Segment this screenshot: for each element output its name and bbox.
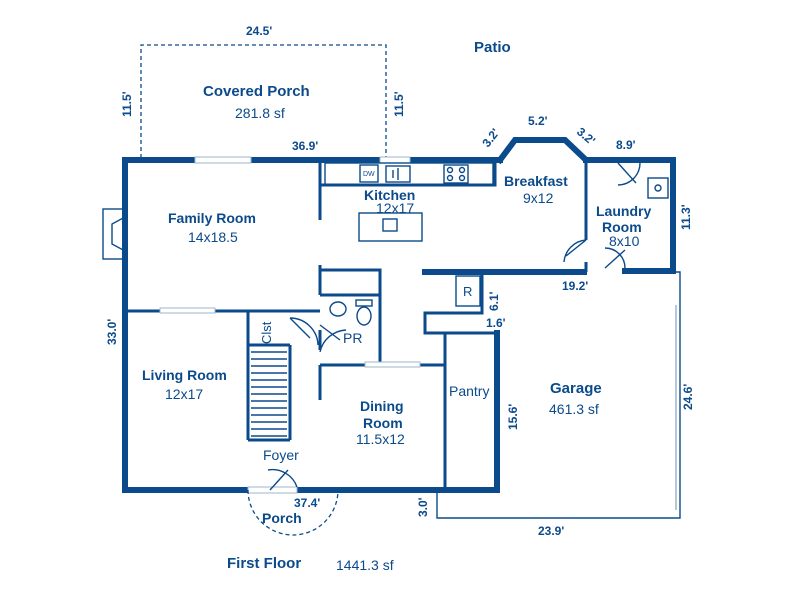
dim-porch-width: 24.5': [246, 24, 272, 38]
dim-bay-left: 3.2': [479, 126, 502, 150]
exterior-wall-laundry: [583, 157, 676, 274]
dim-garage-depth: 24.6': [681, 384, 695, 410]
refrigerator-label: R: [463, 284, 472, 299]
dim-rear-width: 36.9': [292, 139, 318, 153]
dim-bay-right: 3.2': [574, 125, 598, 148]
breakfast-label: Breakfast: [504, 173, 568, 189]
dim-porch-depth-left: 11.5': [120, 91, 134, 117]
door-foyer: [267, 468, 298, 491]
dim-laundry-width: 8.9': [616, 138, 636, 152]
door-laundry-garage: [604, 247, 626, 269]
floor-label: First Floor: [227, 555, 301, 572]
covered-porch-outline: [140, 44, 387, 158]
dim-garage-side: 15.6': [506, 404, 520, 430]
fireplace: [102, 208, 126, 260]
family-room-label: Family Room: [168, 210, 256, 226]
burner-2: [458, 166, 466, 174]
floor-total-area: 1441.3 sf: [336, 557, 394, 573]
garage-outline: [436, 271, 681, 519]
porch-label: Porch: [262, 510, 302, 526]
kitchen-label: Kitchen: [364, 187, 415, 203]
laundry-label-1: Laundry: [596, 203, 651, 219]
window-living: [159, 307, 216, 314]
kitchen-counter: [324, 162, 494, 186]
exterior-wall-garage-side: [434, 330, 500, 493]
window-family-rear: [194, 156, 252, 164]
door-laundry-exterior: [617, 162, 641, 186]
exterior-wall-bay: [495, 137, 591, 165]
front-porch-outline: [247, 489, 339, 536]
dishwasher: [359, 164, 379, 183]
dining-label-2: Room: [363, 415, 403, 431]
breakfast-size: 9x12: [523, 190, 554, 206]
door-closet: [289, 317, 319, 346]
covered-porch-area: 281.8 sf: [235, 105, 285, 121]
powder-room-label: PR: [343, 330, 362, 346]
wall-kitchen-breakfast: [320, 160, 497, 187]
window-kitchen: [379, 156, 411, 164]
patio-label: Patio: [474, 39, 511, 56]
dishwasher-label: DW: [363, 171, 375, 178]
burner-3: [446, 174, 454, 182]
laundry-sink-drain: [654, 184, 662, 192]
window-dining: [364, 361, 421, 368]
dim-bay-top: 5.2': [528, 114, 548, 128]
fireplace-hearth: [111, 216, 126, 252]
cooktop: [443, 164, 469, 184]
family-room-size: 14x18.5: [188, 229, 238, 245]
garage-label: Garage: [550, 380, 602, 397]
wall-powder-room: [320, 268, 382, 295]
dining-label-1: Dining: [360, 398, 404, 414]
dim-laundry-depth: 11.3': [679, 204, 693, 230]
garage-area: 461.3 sf: [549, 401, 599, 417]
stairs: [251, 351, 287, 437]
dim-garage-front: 23.9': [538, 524, 564, 538]
dim-front-step: 3.0': [416, 497, 430, 517]
foyer-label: Foyer: [263, 447, 299, 463]
dim-house-depth: 33.0': [105, 319, 119, 345]
pr-sink: [329, 301, 347, 317]
door-breakfast-laundry: [563, 239, 587, 263]
kitchen-size: 12x17: [376, 200, 414, 216]
burner-4: [458, 174, 466, 182]
burner-1: [446, 166, 454, 174]
dim-garage-jog-b: 1.6': [486, 316, 506, 330]
door-powder-room: [319, 324, 347, 353]
dining-size: 11.5x12: [356, 431, 405, 447]
island-sink: [382, 218, 398, 232]
laundry-size: 8x10: [609, 233, 640, 249]
dim-front-width: 37.4': [294, 496, 320, 510]
closet-label: Clst: [259, 321, 274, 344]
laundry-label-2: Room: [602, 219, 642, 235]
pr-toilet-tank: [355, 299, 373, 307]
living-room-size: 12x17: [165, 386, 203, 402]
pantry-label: Pantry: [449, 383, 489, 399]
covered-porch-label: Covered Porch: [203, 83, 310, 100]
dim-porch-depth-right: 11.5': [392, 91, 406, 117]
kitchen-sink-faucet: [392, 168, 399, 180]
kitchen-island: [358, 212, 423, 242]
living-room-label: Living Room: [142, 367, 227, 383]
dim-garage-jog-a: 6.1': [487, 291, 501, 311]
pr-toilet-bowl: [356, 306, 372, 326]
laundry-sink: [647, 177, 669, 199]
refrigerator: [455, 275, 481, 307]
wall-garage-jog: [423, 272, 497, 335]
dim-garage-top: 19.2': [562, 279, 588, 293]
kitchen-sink: [385, 165, 411, 183]
